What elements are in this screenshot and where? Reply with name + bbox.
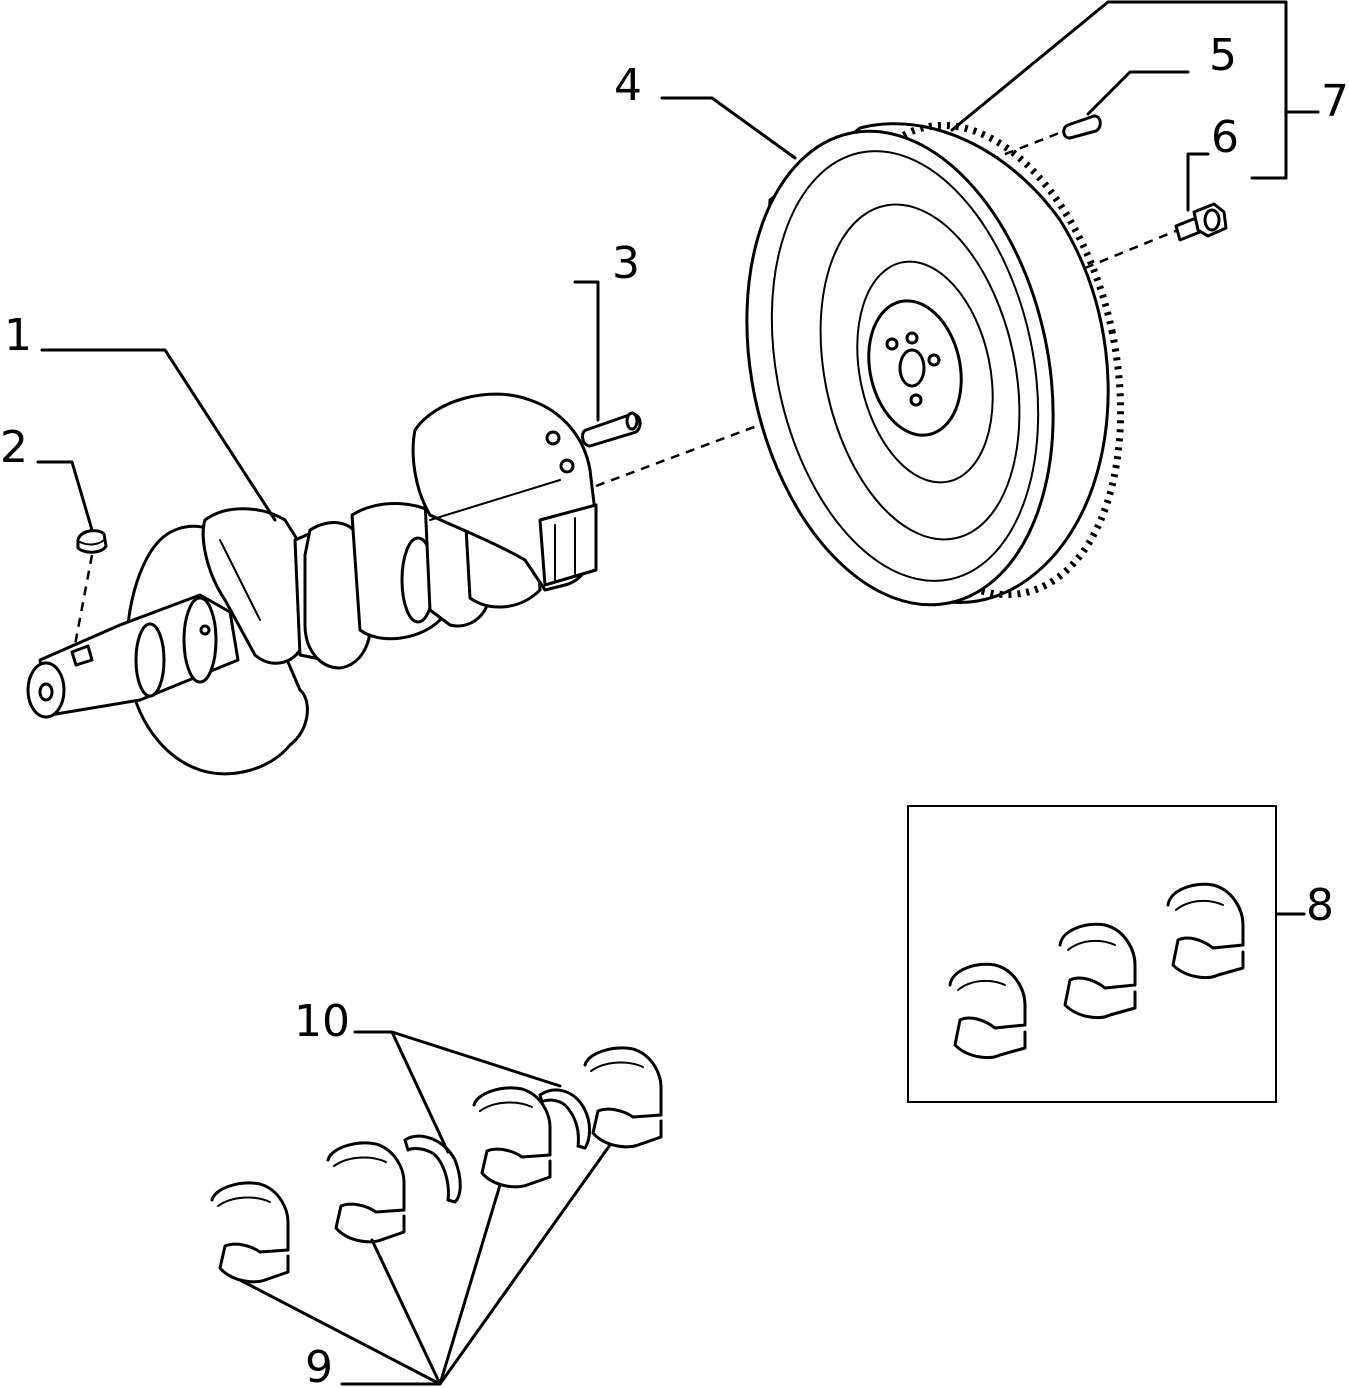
leader-5 [1086, 70, 1190, 116]
leader-2 [36, 460, 94, 532]
bearing-shell [1166, 882, 1245, 979]
leader-1 [40, 348, 277, 522]
callout-7: 7 [1321, 76, 1349, 127]
pin-axis-line [989, 126, 1073, 162]
leader-9 [238, 1143, 612, 1386]
thrust-washers [403, 1088, 591, 1204]
main-bearing-shells [210, 1046, 663, 1284]
leader-10 [353, 1030, 562, 1154]
bearing-shell [210, 1181, 290, 1284]
flywheel-bolt [1174, 202, 1228, 242]
leader-3 [573, 280, 600, 422]
callout-2: 2 [0, 422, 28, 473]
bolt-axis-line [1084, 228, 1179, 270]
callout-8: 8 [1306, 880, 1334, 931]
flywheel [745, 121, 1125, 607]
key-axis-line [72, 554, 94, 651]
leader-4 [660, 96, 797, 160]
big-end-bearing-set [907, 805, 1277, 1103]
leader-lines [36, 0, 1320, 1386]
leader-6 [1186, 152, 1210, 212]
callout-10: 10 [294, 996, 350, 1047]
locating-pin [1062, 114, 1102, 140]
leader-7 [950, 0, 1320, 180]
callout-9: 9 [305, 1342, 333, 1388]
callout-4: 4 [614, 60, 642, 111]
crank-axis-line [595, 378, 881, 488]
bearing-shell [583, 1046, 663, 1149]
callout-3: 3 [612, 238, 640, 289]
callout-1: 1 [4, 310, 32, 361]
callout-numbers: 1 2 3 4 5 6 7 8 9 10 [0, 30, 1349, 1388]
callout-6: 6 [1211, 112, 1239, 163]
bearing-shell [326, 1141, 406, 1244]
crankshaft [26, 392, 598, 776]
dowel-pin [581, 411, 642, 448]
key [76, 529, 108, 554]
bearing-shell [1058, 922, 1137, 1019]
bearing-shell [472, 1086, 552, 1189]
callout-5: 5 [1209, 30, 1237, 81]
bearing-shell [948, 962, 1027, 1059]
